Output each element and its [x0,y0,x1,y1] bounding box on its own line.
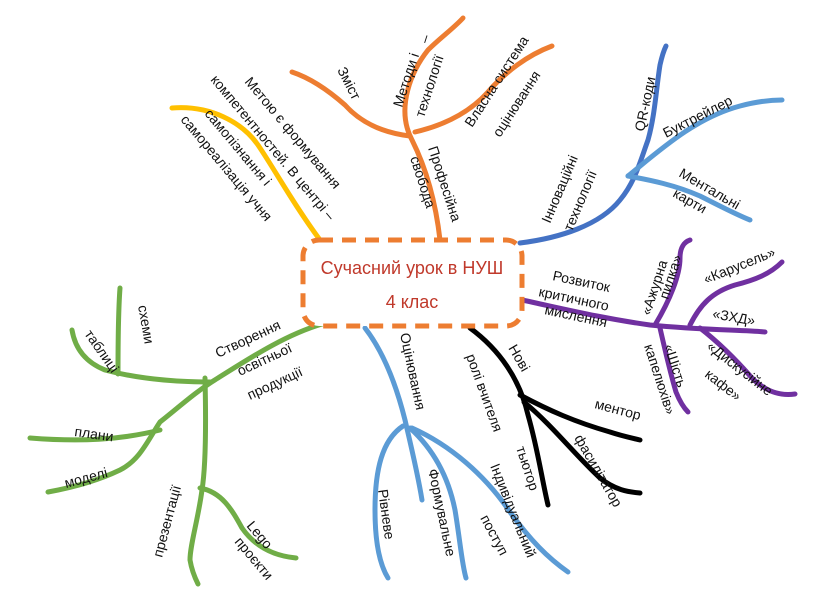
purple-branch-ajurna [652,237,693,328]
branch-goal [169,105,323,243]
green-branch-tables [69,327,213,385]
label-booktrailer: Буктрейлер [660,92,735,141]
label-facilitator: фасилітатор [571,432,625,510]
branch-assessment [362,325,571,581]
center-node: Сучасний урок в НУШ 4 клас [300,237,525,329]
blue-branch-mental [625,173,753,223]
green-branch-schemes [115,285,123,377]
green-branch-plans [27,427,163,443]
blue-trunk [517,43,669,246]
orange-branch-content [289,69,413,139]
center-box [300,237,525,329]
label-goal-line2: компетентностей. В центрі – [208,72,339,224]
lightblue-branch-level [372,423,406,581]
label-mentor: ментор [593,395,643,423]
center-subtitle: 4 клас [386,292,439,312]
label-schemes: схеми [135,304,158,345]
branch-products [27,285,325,587]
purple-branch-cafe [697,325,798,397]
purple-branch-hats [657,325,691,415]
black-branch-mentor [517,392,643,443]
green-branch-lego [197,485,299,561]
lightblue-branch-formative [407,425,469,581]
branch-professional-freedom [289,15,555,243]
label-zhd: «ЗХД» [711,305,756,328]
orange-branch-own-system [412,43,555,135]
label-level: Рівневе [375,488,398,540]
branch-innovative [517,43,785,246]
center-title: Сучасний урок в НУШ [321,258,504,278]
label-individual-line2: поступ [477,512,512,558]
orange-trunk [402,15,466,243]
label-methods-dash: – [416,32,434,45]
purple-branch-carousel [687,259,785,328]
blue-branch-booktrailer [625,97,785,179]
green-branch-presentations [187,375,209,587]
green-trunk [45,321,325,495]
label-plans: плани [74,423,115,444]
branch-critical [519,237,798,415]
black-branch-facilitator [521,399,643,496]
lightblue-branch-individual [409,425,571,575]
branch-new-roles [467,325,643,508]
purple-trunk [519,297,768,335]
label-new-roles-line2: ролі вчителя [463,352,506,434]
label-presentations: презентації [149,483,184,558]
label-models: моделі [63,464,110,491]
label-carousel: «Карусель» [701,243,777,286]
black-trunk [467,325,551,508]
lightblue-trunk [362,325,425,503]
